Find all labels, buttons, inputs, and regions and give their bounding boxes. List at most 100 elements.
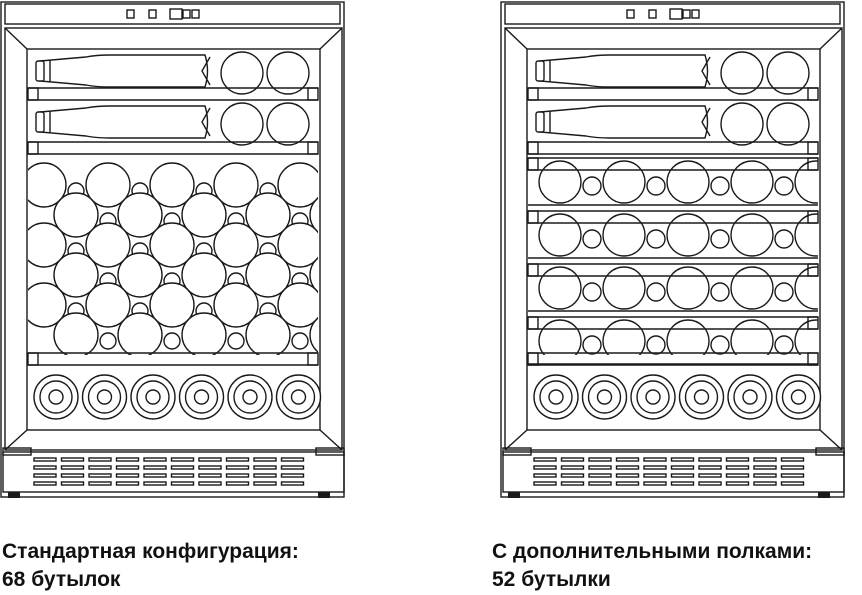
shelf-bracket bbox=[807, 87, 819, 101]
door-frame bbox=[504, 27, 843, 451]
shelf-bottle bbox=[666, 319, 710, 355]
bottle-front bbox=[266, 51, 310, 95]
bottle-front bbox=[766, 51, 810, 95]
stacked-bottle bbox=[181, 192, 227, 238]
shelf-bottle-neck bbox=[710, 176, 730, 196]
vent-slot bbox=[725, 473, 750, 478]
vent-slot bbox=[115, 465, 140, 470]
bottle-base-edge bbox=[701, 56, 711, 86]
floor-bottle-rim bbox=[587, 380, 622, 414]
floor-bottle-rim bbox=[781, 380, 816, 414]
shelf-bottle-neck bbox=[646, 282, 666, 302]
vent-slot bbox=[670, 473, 695, 478]
vent-slot bbox=[225, 465, 250, 470]
control-panel bbox=[504, 3, 841, 25]
vent-slot bbox=[88, 457, 112, 462]
vent-slot bbox=[588, 481, 612, 486]
vent-slot bbox=[143, 465, 167, 470]
door-frame-corner bbox=[4, 429, 28, 451]
vent-slot bbox=[780, 481, 805, 486]
door-frame-corner bbox=[319, 27, 343, 50]
shelf-bottle bbox=[730, 160, 774, 204]
shelf-bottle-neck bbox=[774, 229, 794, 249]
vent-slot bbox=[725, 481, 750, 486]
shelf-bracket bbox=[527, 87, 539, 101]
stacked-bottle bbox=[28, 162, 67, 208]
stacked-bottle bbox=[85, 162, 131, 208]
bottle-cap bbox=[35, 111, 45, 133]
stacked-bottle bbox=[53, 252, 99, 298]
door-frame-corner bbox=[819, 27, 843, 50]
vent-slot bbox=[725, 465, 750, 470]
cabinet-outline bbox=[500, 1, 845, 498]
shelf-bottle-neck bbox=[774, 282, 794, 302]
vent-slot bbox=[60, 465, 85, 470]
shelf-bottle bbox=[538, 160, 582, 204]
door-frame-corner bbox=[319, 429, 343, 451]
vent-slot bbox=[88, 465, 112, 470]
vent-slot bbox=[253, 481, 277, 486]
shelf-bottle-neck bbox=[774, 335, 794, 355]
vent-slot bbox=[533, 481, 557, 486]
floor-bottle-punt bbox=[596, 389, 613, 405]
vent-slot bbox=[170, 465, 195, 470]
bottle-base-edge bbox=[701, 107, 711, 137]
vent-slot bbox=[533, 473, 557, 478]
floor-bottle-rim bbox=[87, 380, 122, 414]
caption-extra-count: 52 бутылки bbox=[492, 568, 611, 591]
floor-bottle-rim bbox=[733, 380, 767, 414]
shelf-bottle bbox=[538, 319, 582, 355]
floor-bottle-rim bbox=[184, 380, 219, 414]
shelf-bottle-neck bbox=[710, 229, 730, 249]
shelf-bracket bbox=[807, 157, 819, 171]
vent-slot bbox=[280, 465, 305, 470]
bottle-cap bbox=[35, 60, 45, 82]
vent-slot bbox=[588, 457, 612, 462]
stacked-bottle bbox=[85, 282, 131, 328]
vent-slot bbox=[698, 465, 722, 470]
shelf-bottle bbox=[730, 266, 774, 310]
stacked-bottle bbox=[277, 162, 318, 208]
vent-slot bbox=[698, 481, 722, 486]
vent-slot bbox=[225, 481, 250, 486]
stacked-bottle bbox=[245, 312, 291, 355]
stacked-bottle bbox=[28, 222, 67, 268]
vent-slot bbox=[198, 465, 222, 470]
shelf-bottle bbox=[602, 213, 646, 257]
vent-slot bbox=[670, 465, 695, 470]
vent-slot bbox=[143, 457, 167, 462]
shelf-bottle bbox=[538, 266, 582, 310]
vent-slot bbox=[533, 465, 557, 470]
shelf-bottle bbox=[666, 160, 710, 204]
vent-slot bbox=[698, 457, 722, 462]
vent-slot bbox=[588, 473, 612, 478]
vent-slot bbox=[698, 473, 722, 478]
vent-slot bbox=[753, 465, 777, 470]
control-button-icon bbox=[148, 9, 157, 19]
shelf-bracket bbox=[527, 141, 539, 155]
floor-bottle-punt bbox=[645, 389, 661, 405]
lying-bottle bbox=[39, 105, 209, 139]
floor-bottle-punt bbox=[790, 389, 807, 405]
stacked-bottle bbox=[149, 222, 195, 268]
door-frame-corner bbox=[504, 429, 528, 451]
vent-slot bbox=[225, 457, 250, 462]
cabinet-outline bbox=[0, 1, 345, 498]
vent-slot bbox=[115, 457, 140, 462]
stacked-bottle-neck bbox=[227, 332, 245, 350]
vent-slot bbox=[253, 473, 277, 478]
caption-standard-title: Стандартная конфигурация: bbox=[2, 540, 299, 563]
bottle-front bbox=[720, 102, 764, 146]
vent-slot bbox=[588, 465, 612, 470]
vent-slot bbox=[670, 457, 695, 462]
bottle-base-edge bbox=[201, 107, 211, 137]
base-grille-frame bbox=[2, 451, 345, 493]
vent-slot bbox=[560, 465, 585, 470]
vent-slot bbox=[60, 457, 85, 462]
stacked-bottle bbox=[85, 222, 131, 268]
stacked-bottle bbox=[181, 252, 227, 298]
vent-slot bbox=[33, 473, 57, 478]
shelf-bracket bbox=[527, 210, 539, 224]
floor-bottle-punt bbox=[290, 389, 307, 405]
stacked-bottle-neck bbox=[291, 332, 309, 350]
